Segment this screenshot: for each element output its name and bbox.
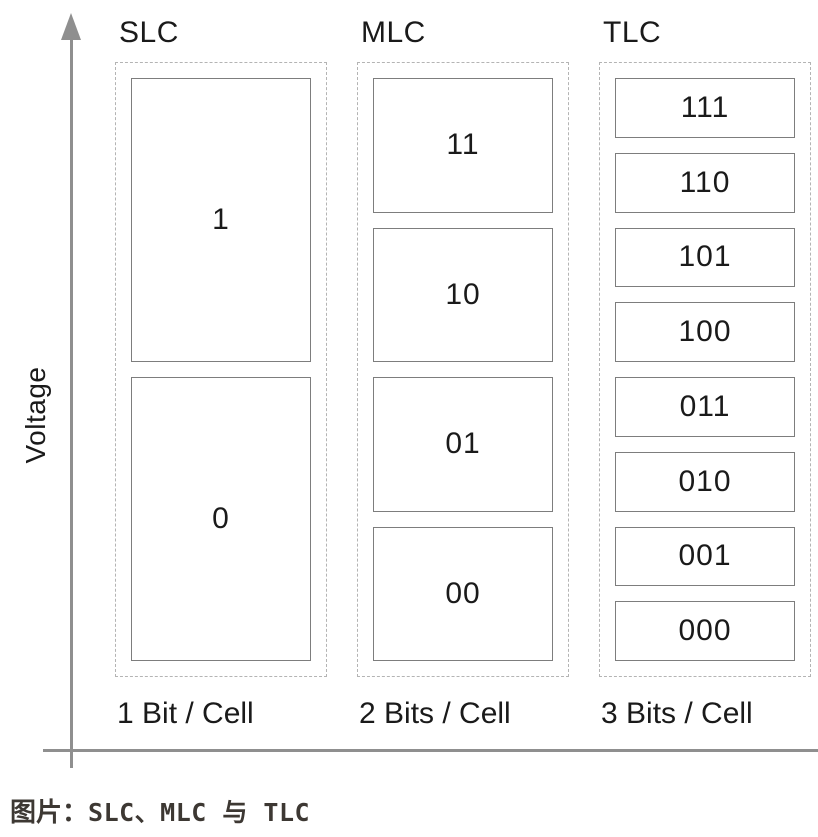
level-value: 0 [212,502,230,535]
figure-caption-terms: SLC、MLC 与 TLC [88,798,311,827]
level-value: 001 [678,539,732,573]
figure-caption: 图片：SLC、MLC 与 TLC [10,792,310,829]
level-value: 01 [445,427,481,461]
level-box: 011 [615,377,795,437]
level-value: 111 [680,90,730,124]
column-title: TLC [603,16,662,49]
level-box: 01 [373,377,553,512]
column-title: MLC [361,16,426,49]
column-frame: 11 10 01 00 [357,62,569,677]
level-value: 011 [679,389,731,423]
column-caption: 2 Bits / Cell [359,697,511,730]
level-value: 10 [445,277,481,311]
column-title: SLC [119,16,179,49]
level-box: 00 [373,526,553,661]
level-box: 101 [615,227,795,288]
level-box: 1 [131,78,311,362]
level-value: 1 [212,203,230,236]
column-caption: 1 Bit / Cell [117,697,254,730]
level-value: 11 [446,128,480,162]
y-axis-arrow-icon [61,13,81,40]
level-value: 000 [678,614,732,648]
level-box: 010 [615,451,795,512]
y-axis-line [70,30,73,768]
level-box: 000 [615,601,795,661]
level-box: 100 [615,302,795,362]
level-value: 110 [679,165,731,199]
level-value: 010 [678,464,732,498]
level-value: 101 [678,240,732,274]
x-axis-line [43,749,818,752]
column-frame: 111 110 101 100 011 010 001 000 [599,62,811,677]
level-box: 0 [131,377,311,661]
cell-type-column: MLC 11 10 01 00 2 Bits / Cell [357,18,569,731]
level-box: 111 [615,78,795,138]
level-box: 11 [373,78,553,213]
figure-caption-prefix: 图片： [10,797,89,827]
level-value: 00 [445,576,481,610]
level-box: 10 [373,227,553,362]
level-box: 001 [615,526,795,587]
cell-type-column: TLC 111 110 101 100 011 010 001 000 3 Bits / Ce… [599,18,811,731]
column-caption: 3 Bits / Cell [601,697,753,730]
level-box: 110 [615,152,795,213]
y-axis-label: Voltage [20,366,51,464]
level-value: 100 [678,315,732,349]
